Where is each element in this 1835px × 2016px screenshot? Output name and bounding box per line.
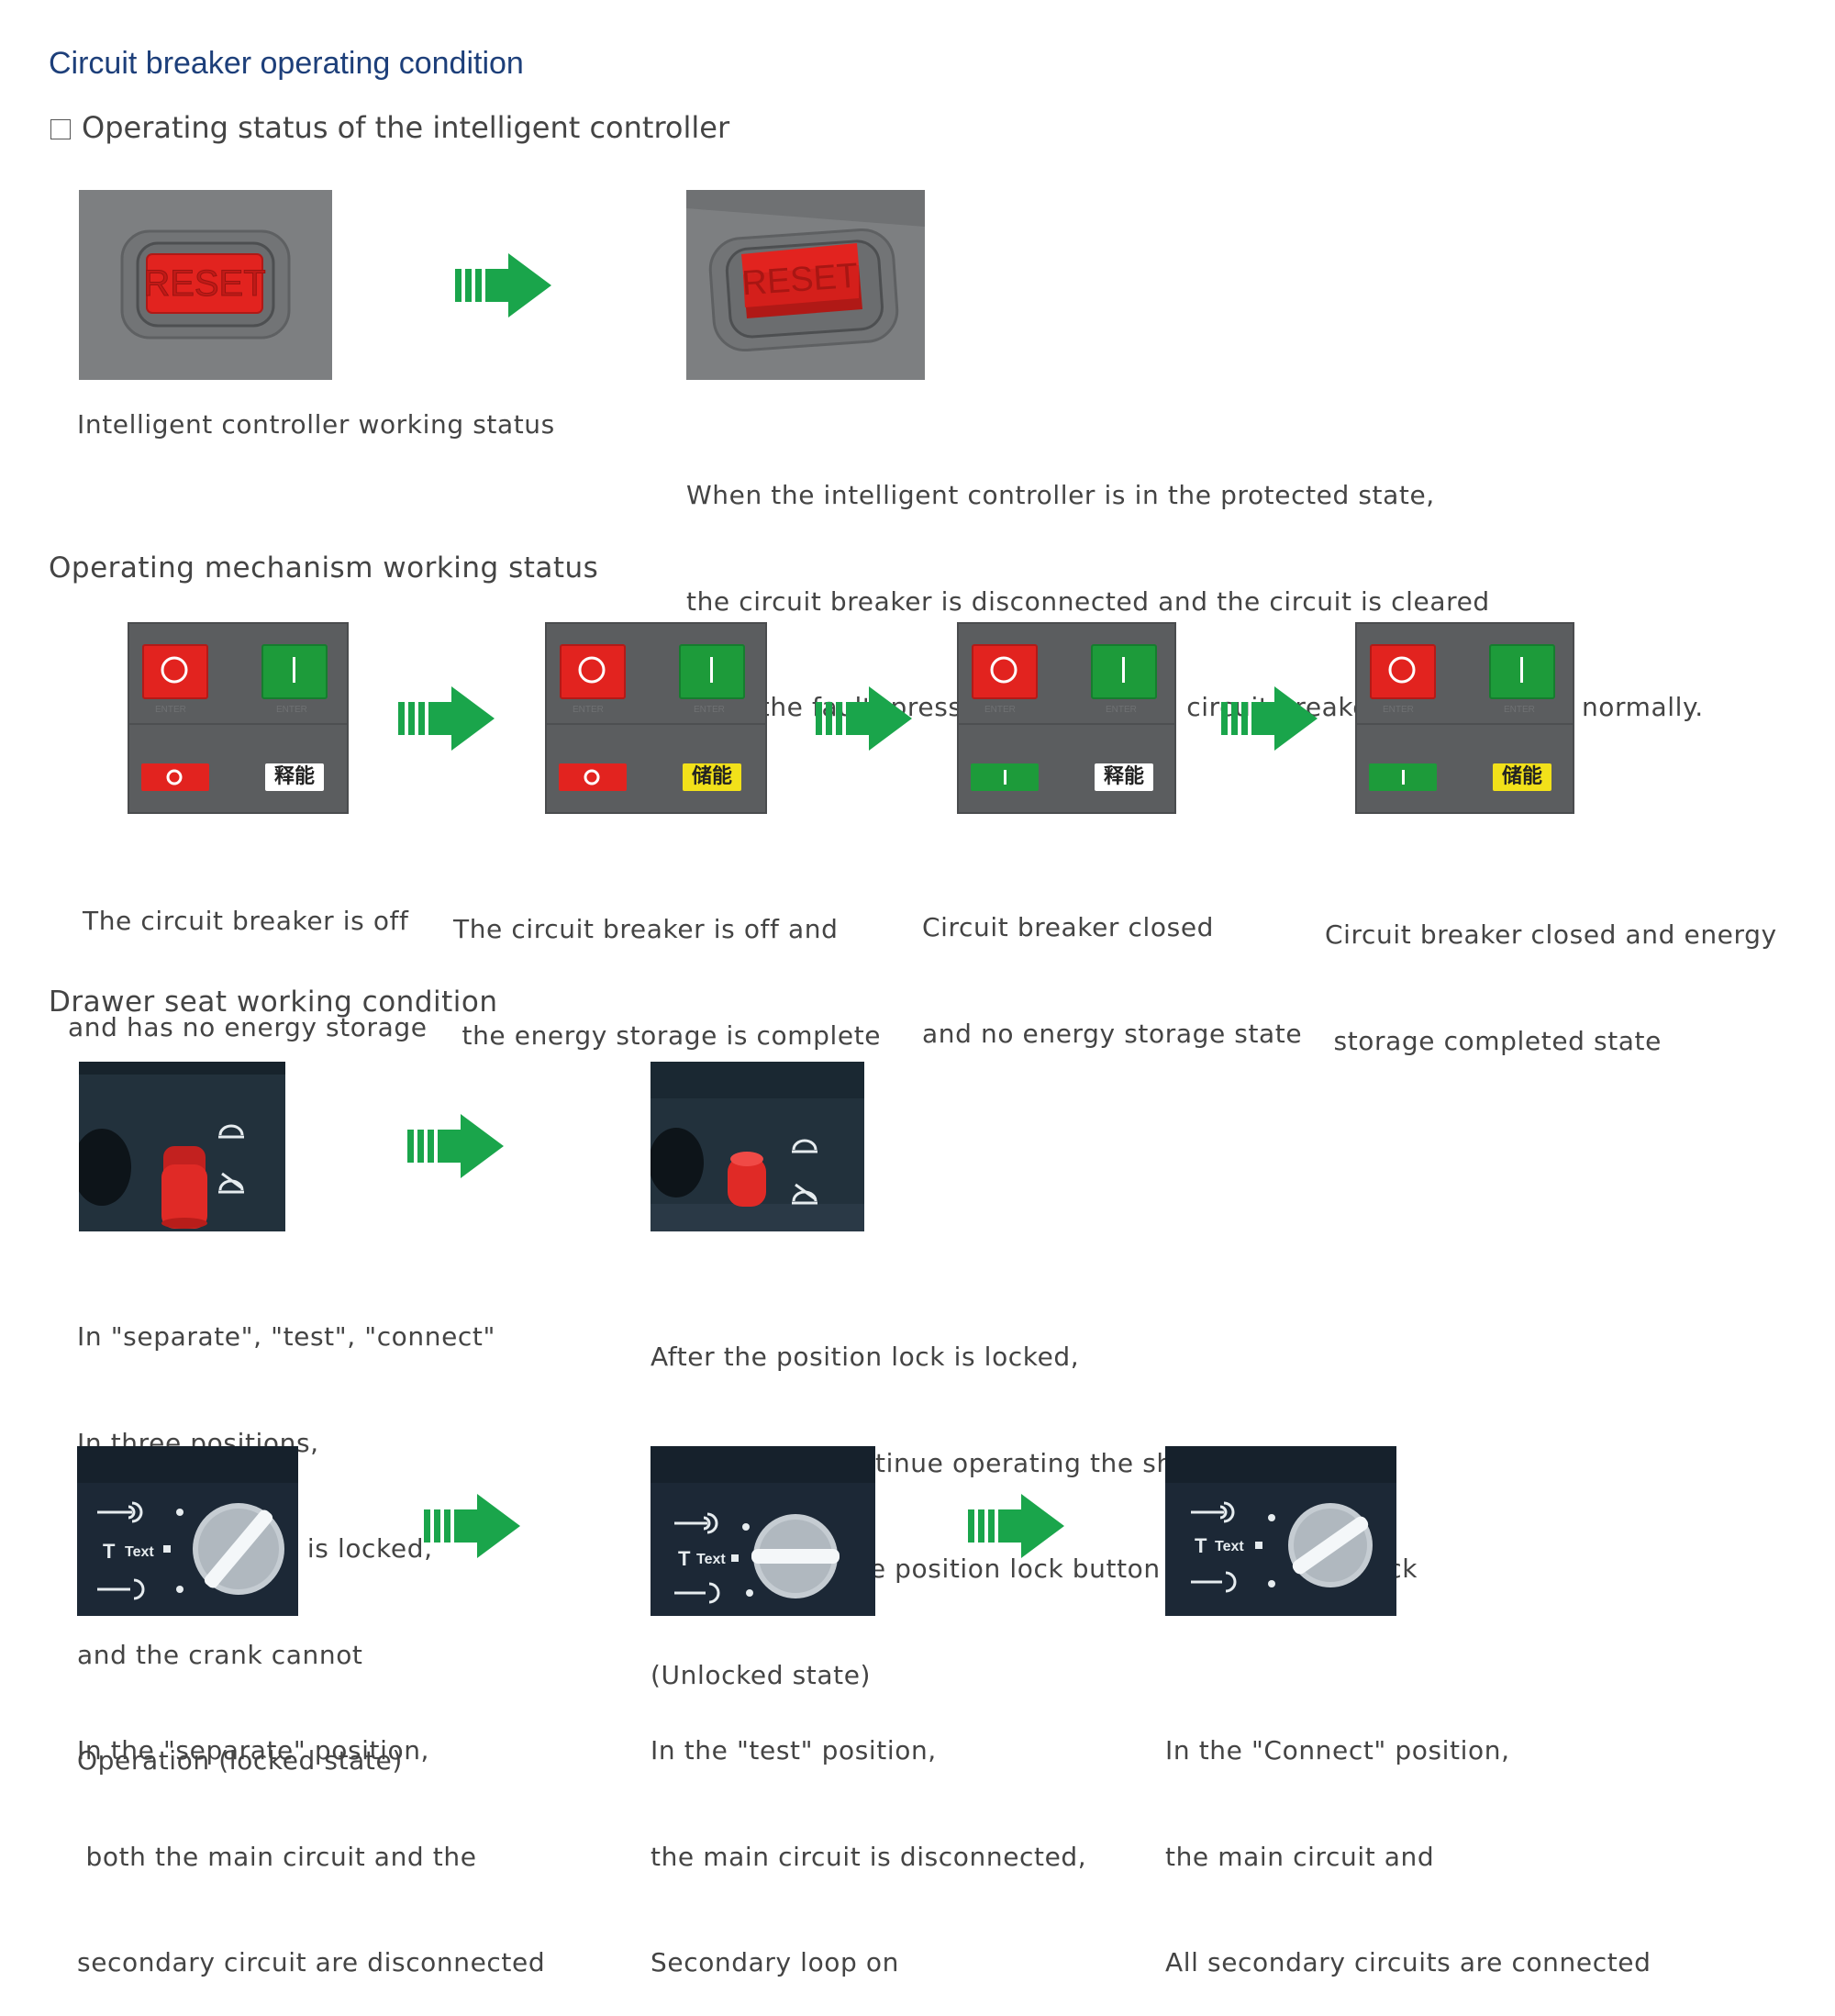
caption-line: and the crank cannot: [77, 1639, 363, 1670]
enter-label: ENTER: [694, 705, 725, 715]
drawer-heading: Drawer seat working condition: [49, 986, 498, 1019]
open-button: [1370, 644, 1436, 699]
caption-line: and no energy storage state: [922, 1018, 1303, 1049]
open-button: [972, 644, 1038, 699]
mechanism-panel-off-no-storage: ENTER ENTER 释能: [128, 622, 349, 814]
page-title: Circuit breaker operating condition: [49, 46, 524, 81]
open-indicator: [559, 763, 627, 791]
knob-text: Text: [125, 1544, 154, 1560]
reset-button-photo-pressed: RESET: [686, 190, 925, 380]
close-button: [1489, 644, 1555, 699]
caption-line: and has no energy storage: [68, 1011, 428, 1042]
mechanism-caption-2: The circuit breaker is off and the energ…: [453, 841, 881, 1089]
mechanism-caption-1: The circuit breaker is off and has no en…: [68, 833, 428, 1081]
caption-line: Secondary loop on: [651, 1947, 899, 1977]
position-lock-photo-unlocked: [651, 1062, 864, 1231]
svg-text:T: T: [678, 1547, 691, 1570]
enter-label: ENTER: [1504, 705, 1535, 715]
caption-line: the main circuit is disconnected,: [651, 1841, 1087, 1872]
caption-line: The circuit breaker is off and: [453, 914, 839, 944]
controller-caption-left: Intelligent controller working status: [77, 409, 555, 440]
caption-line: Circuit breaker closed and energy: [1325, 919, 1777, 950]
arrow-icon: [1221, 686, 1322, 751]
controller-heading: Operating status of the intelligent cont…: [50, 110, 729, 145]
enter-label: ENTER: [276, 705, 307, 715]
caption-line: secondary circuit are disconnected: [77, 1947, 546, 1977]
position-caption-separate: In the "separate" position, both the mai…: [77, 1663, 545, 2016]
caption-line: the energy storage is complete: [453, 1019, 882, 1051]
arrow-icon: [968, 1494, 1069, 1558]
caption-line: When the intelligent controller is in th…: [686, 480, 1435, 510]
caption-line: both the main circuit and the: [77, 1841, 477, 1872]
close-button: [261, 644, 328, 699]
enter-label: ENTER: [1383, 705, 1414, 715]
arrow-icon: [455, 253, 556, 317]
svg-text:T: T: [1195, 1534, 1207, 1557]
mechanism-panel-closed-storage: ENTER ENTER 储能: [1355, 622, 1574, 814]
release-label: 释能: [1095, 763, 1153, 791]
enter-label: ENTER: [1106, 705, 1137, 715]
close-button: [679, 644, 745, 699]
caption-line: (Unlocked state): [651, 1659, 872, 1690]
reset-button-photo-normal: RESET: [79, 190, 332, 380]
checkbox-icon: [50, 119, 71, 139]
controller-heading-text: Operating status of the intelligent cont…: [82, 110, 730, 145]
open-button: [560, 644, 626, 699]
open-button: [142, 644, 208, 699]
arrow-icon: [816, 686, 917, 751]
reset-text: RESET: [740, 257, 859, 304]
caption-line: In the "Connect" position,: [1165, 1735, 1510, 1765]
caption-line: Circuit breaker closed: [922, 912, 1215, 942]
arrow-icon: [407, 1114, 508, 1178]
position-knob-connect: T Text: [1165, 1446, 1396, 1616]
reset-text: RESET: [143, 263, 265, 304]
position-lock-photo-locked: [79, 1062, 285, 1231]
position-caption-connect: In the "Connect" position, the main circ…: [1165, 1663, 1651, 2016]
svg-text:T: T: [103, 1540, 116, 1563]
caption-line: In "separate", "test", "connect": [77, 1321, 495, 1352]
mechanism-caption-4: Circuit breaker closed and energy storag…: [1325, 847, 1777, 1095]
enter-label: ENTER: [984, 705, 1016, 715]
mechanism-panel-closed-no-storage: ENTER ENTER 释能: [957, 622, 1176, 814]
knob-text: Text: [1215, 1539, 1244, 1554]
caption-line: Operation (locked state): [77, 1745, 403, 1776]
caption-line: In the "separate" position,: [77, 1735, 430, 1765]
enter-label: ENTER: [155, 705, 186, 715]
release-label: 释能: [265, 763, 324, 791]
caption-line: the main circuit and: [1165, 1841, 1435, 1872]
arrow-icon: [424, 1494, 525, 1558]
caption-line: the circuit breaker is disconnected and …: [686, 585, 1490, 617]
close-button: [1091, 644, 1157, 699]
caption-line: All secondary circuits are connected: [1165, 1947, 1652, 1977]
closed-indicator: [1369, 763, 1437, 791]
position-knob-separate: T Text: [77, 1446, 298, 1616]
caption-line: In the "test" position,: [651, 1735, 937, 1765]
mechanism-heading: Operating mechanism working status: [49, 551, 599, 585]
storage-label: 储能: [1493, 763, 1551, 791]
caption-line: The circuit breaker is off: [83, 906, 409, 936]
mechanism-panel-off-storage: ENTER ENTER 储能: [545, 622, 767, 814]
arrow-icon: [398, 686, 499, 751]
knob-text: Text: [696, 1552, 726, 1567]
closed-indicator: [971, 763, 1039, 791]
mechanism-caption-3: Circuit breaker closed and no energy sto…: [922, 840, 1302, 1087]
position-caption-test: In the "test" position, the main circuit…: [651, 1663, 1086, 2016]
enter-label: ENTER: [573, 705, 604, 715]
storage-label: 储能: [683, 763, 741, 791]
open-indicator: [141, 763, 209, 791]
position-knob-test: T Text: [651, 1446, 875, 1616]
caption-line: After the position lock is locked,: [651, 1342, 1080, 1372]
caption-line: storage completed state: [1325, 1025, 1662, 1056]
